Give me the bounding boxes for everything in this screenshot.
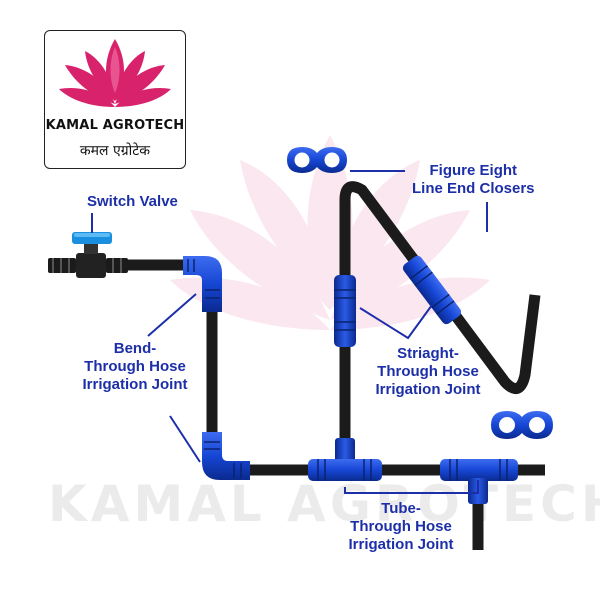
straight-joint-diagonal-icon: [402, 255, 462, 325]
label-straight-line-3: Irrigation Joint: [375, 381, 481, 398]
lotus-petal-mid-left: [65, 65, 115, 104]
lotus-highlight: [110, 47, 120, 93]
label-tube-line-1: Tube-: [381, 500, 421, 517]
label-figure-eight: Figure Eight Line End Closers: [412, 162, 535, 198]
label-straight-line-2: Through Hose: [377, 363, 479, 380]
brand-name: KAMAL AGROTECH: [45, 118, 185, 133]
straight-joint-vertical-icon: [334, 275, 356, 347]
figure-eight-closer-right-icon: [491, 411, 553, 439]
leader-tube: [344, 480, 479, 494]
bend-joint-top-icon: [183, 256, 222, 312]
label-bend-line-2: Through Hose: [84, 358, 186, 375]
label-bend-line-3: Irrigation Joint: [82, 376, 188, 393]
leader-bend-bottom: [169, 415, 201, 463]
switch-valve-icon: [48, 232, 128, 278]
figure-eight-closer-top-icon: [287, 147, 347, 173]
bend-joint-bottom-icon: [202, 432, 250, 480]
lotus-petal-outer-right: [115, 87, 171, 107]
lotus-petal-inner-left: [85, 51, 115, 101]
lotus-petal-inner-right: [115, 51, 145, 101]
brand-logo-card: KAMAL AGROTECH कमल एग्रोटेक: [44, 30, 186, 169]
label-tube-line-2: Through Hose: [350, 518, 452, 535]
label-straight-line-1: Striaght-: [397, 345, 459, 362]
label-figure-eight-line-1: Figure Eight: [429, 162, 518, 179]
label-bend-line-1: Bend-: [113, 340, 157, 357]
watermark-text: KAMAL AGROTECH: [48, 475, 600, 533]
label-figure-eight-line-2: Line End Closers: [412, 180, 535, 197]
tee-joint-center-icon: [308, 438, 382, 481]
lotus-petal-mid-right: [115, 65, 165, 104]
label-bend-joint: Bend- Through Hose Irrigation Joint: [60, 340, 210, 394]
leader-straight: [359, 304, 433, 340]
lotus-petal-outer-left: [59, 87, 115, 107]
label-tube-joint: Tube- Through Hose Irrigation Joint: [326, 500, 476, 554]
label-straight-joint: Striaght- Through Hose Irrigation Joint: [358, 345, 498, 399]
brand-hindi-name: कमल एग्रोटेक: [79, 143, 151, 159]
leader-lines: [91, 170, 488, 494]
leader-bend-top: [147, 293, 197, 337]
label-switch-valve: Switch Valve: [87, 193, 178, 210]
lotus-logo-icon: [59, 39, 171, 107]
label-tube-line-3: Irrigation Joint: [348, 536, 454, 553]
